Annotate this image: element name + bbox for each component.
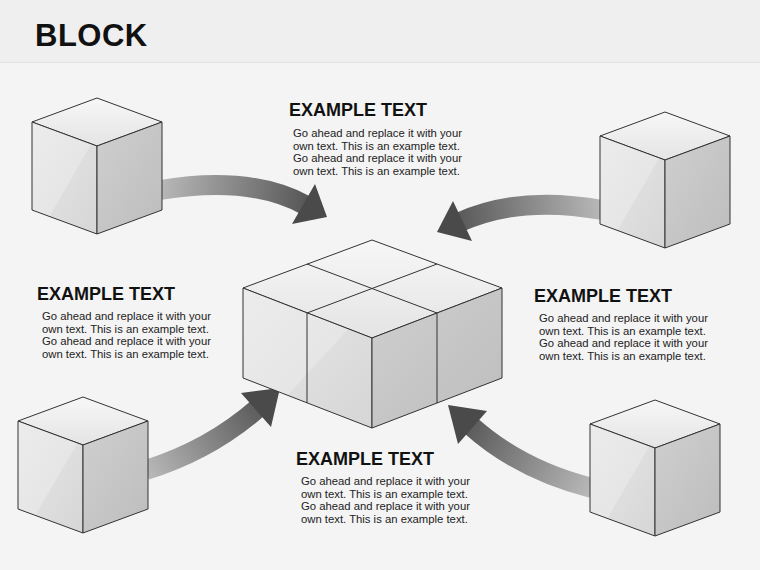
curved-arrow [146,388,280,470]
curved-arrow [160,184,327,224]
central-block [243,240,502,428]
cube [32,98,162,234]
cube [600,112,730,248]
text-heading: EXAMPLE TEXT [289,100,427,121]
text-heading: EXAMPLE TEXT [296,449,434,470]
cube [18,397,148,533]
curved-arrow [437,201,602,241]
text-body: Go ahead and replace it with your own te… [42,310,224,360]
page-title: BLOCK [35,18,148,54]
text-heading: EXAMPLE TEXT [37,284,175,305]
text-body: Go ahead and replace it with your own te… [293,127,475,177]
text-body: Go ahead and replace it with your own te… [539,312,721,362]
cube [590,400,720,536]
text-heading: EXAMPLE TEXT [534,286,672,307]
text-body: Go ahead and replace it with your own te… [301,475,483,525]
